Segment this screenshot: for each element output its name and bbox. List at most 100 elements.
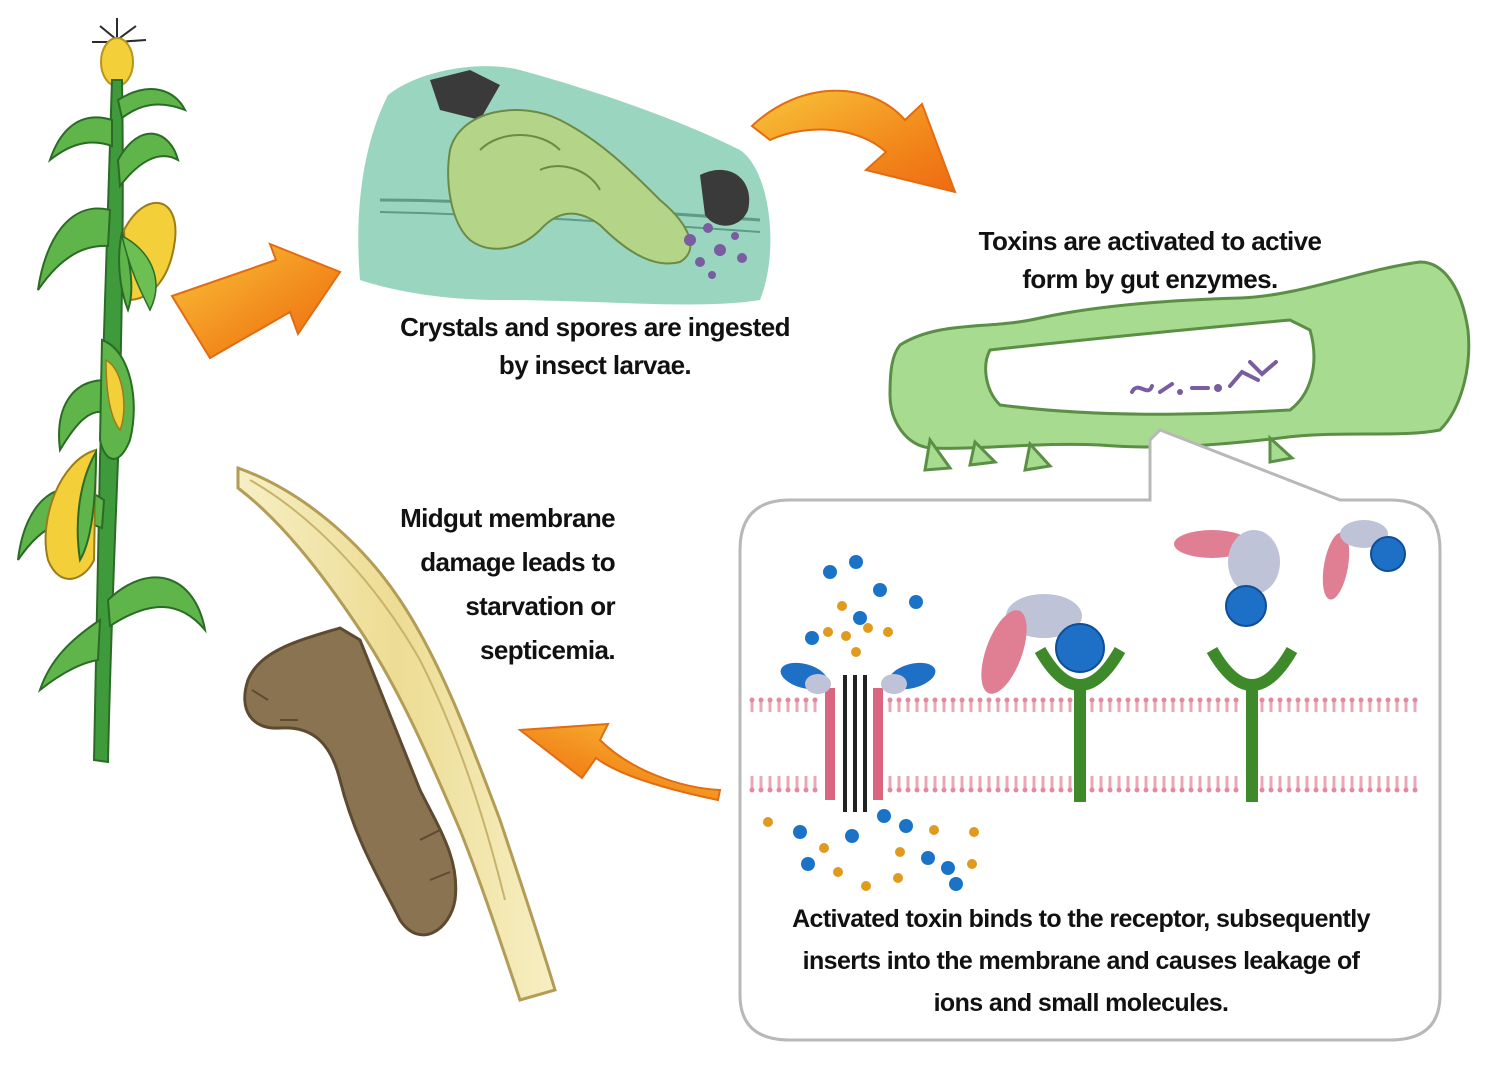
- caption-line: starvation or: [330, 584, 615, 628]
- lipid-head: [1126, 788, 1131, 793]
- lipid-head: [1023, 788, 1028, 793]
- lipid-head: [1099, 698, 1104, 703]
- lipid-head: [1395, 698, 1400, 703]
- lipid-head: [951, 788, 956, 793]
- lipid-head: [1350, 788, 1355, 793]
- lipid-head: [1162, 698, 1167, 703]
- lipid-head: [987, 698, 992, 703]
- lipid-head: [933, 788, 938, 793]
- lipid-head: [924, 788, 929, 793]
- lipid-head: [1323, 698, 1328, 703]
- lipid-head: [1216, 698, 1221, 703]
- lipid-head: [1287, 788, 1292, 793]
- lipid-head: [1153, 698, 1158, 703]
- lipid-head: [1068, 788, 1073, 793]
- caption-line: damage leads to: [330, 540, 615, 584]
- lipid-head: [960, 698, 965, 703]
- lipid-head: [1041, 698, 1046, 703]
- ion-orange: [969, 827, 979, 837]
- lipid-head: [996, 788, 1001, 793]
- lipid-head: [1108, 788, 1113, 793]
- lipid-head: [1359, 788, 1364, 793]
- lipid-head: [1332, 698, 1337, 703]
- lipid-head: [1090, 788, 1095, 793]
- lipid-head: [1126, 698, 1131, 703]
- lipid-head: [1225, 788, 1230, 793]
- lipid-head: [1323, 788, 1328, 793]
- lipid-head: [1189, 788, 1194, 793]
- lipid-head: [1005, 788, 1010, 793]
- lipid-head: [786, 698, 791, 703]
- lipid-head: [1059, 788, 1064, 793]
- lipid-head: [795, 788, 800, 793]
- ion-orange: [823, 627, 833, 637]
- lipid-head: [1368, 788, 1373, 793]
- lipid-head: [897, 698, 902, 703]
- lipid-head: [1341, 698, 1346, 703]
- lipid-head: [813, 698, 818, 703]
- lipid-head: [1386, 788, 1391, 793]
- lipid-head: [1260, 698, 1265, 703]
- lipid-head: [1287, 698, 1292, 703]
- lipid-head: [1005, 698, 1010, 703]
- ion-orange: [893, 873, 903, 883]
- lipid-head: [906, 698, 911, 703]
- lipid-head: [1144, 788, 1149, 793]
- caption-ingestion: Crystals and spores are ingested by inse…: [360, 308, 830, 384]
- ion-blue: [909, 595, 923, 609]
- caption-line: inserts into the membrane and causes lea…: [728, 940, 1434, 982]
- lipid-head: [750, 788, 755, 793]
- lipid-head: [759, 788, 764, 793]
- ion-orange: [833, 867, 843, 877]
- lipid-head: [915, 698, 920, 703]
- ion-orange: [967, 859, 977, 869]
- lipid-head: [1180, 788, 1185, 793]
- lipid-head: [1314, 788, 1319, 793]
- larva-eating-icon: [358, 66, 770, 304]
- lipid-head: [1023, 698, 1028, 703]
- lipid-head: [1198, 788, 1203, 793]
- ion-orange: [819, 843, 829, 853]
- arrow-to-dead-larva: [520, 724, 720, 800]
- lipid-head: [1278, 788, 1283, 793]
- lipid-head: [1404, 788, 1409, 793]
- lipid-head: [1014, 698, 1019, 703]
- ion-blue: [845, 829, 859, 843]
- lipid-head: [1296, 698, 1301, 703]
- lipid-head: [1189, 698, 1194, 703]
- lipid-head: [1108, 698, 1113, 703]
- lipid-head: [813, 788, 818, 793]
- lipid-head: [768, 698, 773, 703]
- lipid-head: [1350, 698, 1355, 703]
- ion-blue: [949, 877, 963, 891]
- lipid-head: [1413, 698, 1418, 703]
- lipid-head: [1260, 788, 1265, 793]
- lipid-head: [1171, 788, 1176, 793]
- lipid-head: [1332, 788, 1337, 793]
- lipid-head: [1216, 788, 1221, 793]
- ion-blue: [941, 861, 955, 875]
- lipid-head: [1198, 698, 1203, 703]
- ion-orange: [883, 627, 893, 637]
- lipid-head: [1225, 698, 1230, 703]
- lipid-head: [759, 698, 764, 703]
- ion-orange: [929, 825, 939, 835]
- ion-blue: [805, 631, 819, 645]
- arrow-larva-to-gut: [752, 91, 955, 192]
- ion-orange: [763, 817, 773, 827]
- lipid-head: [1050, 698, 1055, 703]
- ion-blue: [877, 809, 891, 823]
- lipid-head: [978, 788, 983, 793]
- lipid-head: [960, 788, 965, 793]
- lipid-head: [1377, 698, 1382, 703]
- lipid-head: [915, 788, 920, 793]
- lipid-head: [1014, 788, 1019, 793]
- lipid-head: [1144, 698, 1149, 703]
- caption-line: Toxins are activated to active: [925, 222, 1375, 260]
- lipid-head: [768, 788, 773, 793]
- caption-line: ions and small molecules.: [728, 982, 1434, 1024]
- lipid-head: [1135, 698, 1140, 703]
- lipid-head: [888, 698, 893, 703]
- arrow-plant-to-larva: [172, 244, 340, 358]
